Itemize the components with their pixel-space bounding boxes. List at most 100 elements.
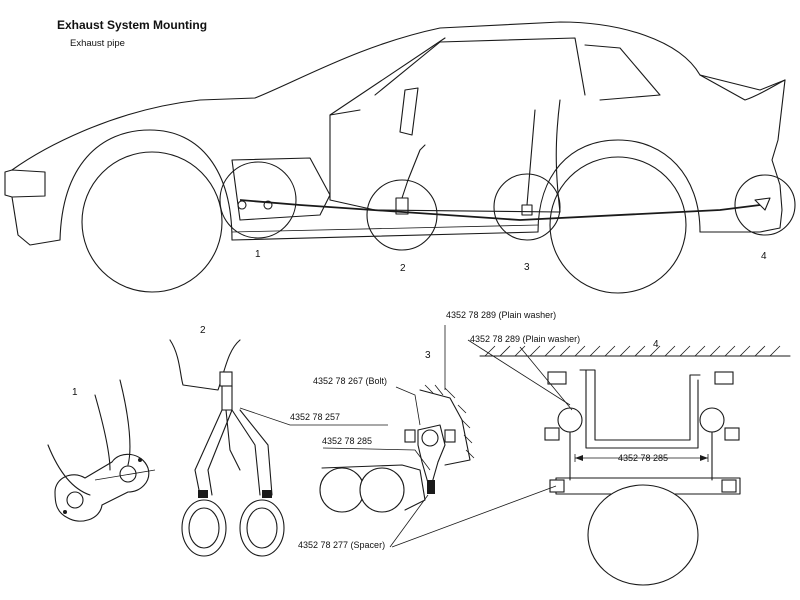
detail-2-number: 2 xyxy=(200,325,206,336)
rear-wheel xyxy=(549,156,687,294)
detail-3-spacer-leader xyxy=(389,494,429,548)
detail-4-bracket-callout: 4352 78 285 xyxy=(618,453,668,463)
detail-2-mid-arm xyxy=(225,409,241,471)
detail-3-pipe-left xyxy=(319,467,365,513)
detail-4-washer-leader-b xyxy=(467,339,571,406)
car-body-outline xyxy=(11,21,786,233)
point-label-1: 1 xyxy=(255,249,261,260)
detail-3-part-leader xyxy=(322,447,431,471)
detail-4-bolt-right xyxy=(724,427,740,441)
detail-3-single-hanger: 3 4352 78 289 (Plain washer) 4352 78 267… xyxy=(298,310,556,550)
detail-2-right-ring-inner xyxy=(246,507,278,549)
rocker-inner xyxy=(231,224,539,233)
detail-4-number: 4 xyxy=(653,339,659,350)
detail-4-rubber-right xyxy=(699,407,725,433)
detail-1-hole-a xyxy=(66,491,84,509)
side-mirror xyxy=(399,87,419,136)
detail-2-top-bolt xyxy=(219,371,233,387)
detail-3-washer-callout: 4352 78 289 (Plain washer) xyxy=(446,310,556,320)
detail-3-bracket xyxy=(417,424,446,491)
mount-point-3-circle xyxy=(493,173,561,241)
detail-4-spacer-leader xyxy=(391,485,557,548)
hanger-2-wire xyxy=(401,144,426,199)
detail-4-washer-callout: 4352 78 289 (Plain washer) xyxy=(470,334,580,344)
hanger-3-line xyxy=(526,109,536,206)
detail-4-rear-hanger: 4 xyxy=(391,334,791,586)
spoiler xyxy=(699,74,786,91)
windshield xyxy=(329,37,446,116)
detail-3-spacer-callout: 4352 78 277 (Spacer) xyxy=(298,540,385,550)
front-wheel xyxy=(81,151,223,293)
detail-2-leader xyxy=(239,407,388,426)
point-label-3: 3 xyxy=(524,262,530,273)
detail-4-rubber-left xyxy=(557,407,583,433)
detail-3-part-callout: 4352 78 285 xyxy=(322,436,372,446)
rear-window xyxy=(584,44,661,101)
hanger-4-small xyxy=(754,197,771,211)
detail-2-right-clamp xyxy=(262,490,272,498)
hanger-3-small xyxy=(521,204,533,216)
detail-4-ceiling-hatch xyxy=(484,345,781,357)
detail-4-bolt-left xyxy=(544,427,560,441)
detail-4-washer-leader xyxy=(519,346,573,411)
detail-1-bolt-hole-a xyxy=(63,510,67,514)
detail-1-bolt-hole-b xyxy=(138,458,142,462)
front-lower xyxy=(11,196,61,246)
page-title: Exhaust System Mounting xyxy=(57,18,208,32)
detail-1-pipe-c xyxy=(47,444,91,496)
detail-1-gasket xyxy=(54,453,150,522)
detail-4-clamp-bolt-left xyxy=(549,479,565,493)
detail-2-right-arm xyxy=(231,409,273,496)
detail-3-bolt-callout: 4352 78 267 (Bolt) xyxy=(313,376,387,386)
detail-1-pipe-a xyxy=(94,394,111,471)
car-side-view: 1 2 3 4 xyxy=(4,21,796,294)
page-subtitle: Exhaust pipe xyxy=(70,38,125,49)
detail-2-left-ring-inner xyxy=(188,507,220,549)
detail-4-nut-right xyxy=(714,371,734,385)
door-window-top xyxy=(374,37,586,96)
exhaust-pipe xyxy=(239,199,761,221)
rear-wheel-arch xyxy=(537,139,701,233)
detail-4-nut-left xyxy=(547,371,567,385)
mount-1-bolt-b xyxy=(263,200,273,210)
detail-3-spacer xyxy=(427,480,435,494)
detail-3-bolt-right xyxy=(444,429,456,443)
rocker-panel xyxy=(231,231,539,241)
detail-3-bolt-left xyxy=(404,429,416,443)
detail-1-pipe-b xyxy=(119,379,131,466)
mount-point-1-circle xyxy=(219,161,297,239)
detail-4-dim-arrow-right xyxy=(700,455,708,461)
engine-block xyxy=(231,157,331,221)
detail-4-dim-arrow-left xyxy=(575,455,583,461)
detail-2-body-contour xyxy=(169,339,241,391)
a-pillar xyxy=(329,109,361,116)
detail-1-axis xyxy=(94,469,156,481)
detail-3-bushing xyxy=(421,429,439,447)
point-label-4: 4 xyxy=(761,251,767,262)
door-line xyxy=(329,114,561,213)
mount-1-bolt-a xyxy=(237,200,247,210)
mount-point-2-circle xyxy=(366,179,438,251)
detail-3-pipe-clamp xyxy=(321,464,426,511)
detail-2-left-arm xyxy=(194,409,233,496)
detail-4-clamp-bolt-right xyxy=(721,479,737,493)
detail-3-wall-hatch xyxy=(424,384,475,459)
front-bumper xyxy=(4,169,46,198)
detail-2-callout: 4352 78 257 xyxy=(290,412,340,422)
detail-3-bolt-leader xyxy=(395,386,421,426)
detail-2-left-clamp xyxy=(198,490,208,498)
detail-3-pipe-right xyxy=(359,467,405,513)
detail-4-muffler xyxy=(587,484,699,586)
detail-4-bracket-left xyxy=(579,369,701,441)
detail-1-number: 1 xyxy=(72,387,78,398)
detail-4-bracket-left-inner xyxy=(585,369,699,449)
detail-1-flange: 1 xyxy=(47,379,156,522)
detail-2-twin-hanger: 2 4352 78 257 xyxy=(169,325,388,557)
detail-2-bracket-stem xyxy=(221,385,233,411)
detail-1-hole-b xyxy=(119,465,137,483)
detail-3-number: 3 xyxy=(425,350,431,361)
mount-point-4-circle xyxy=(734,174,796,236)
front-wheel-arch xyxy=(59,129,233,241)
